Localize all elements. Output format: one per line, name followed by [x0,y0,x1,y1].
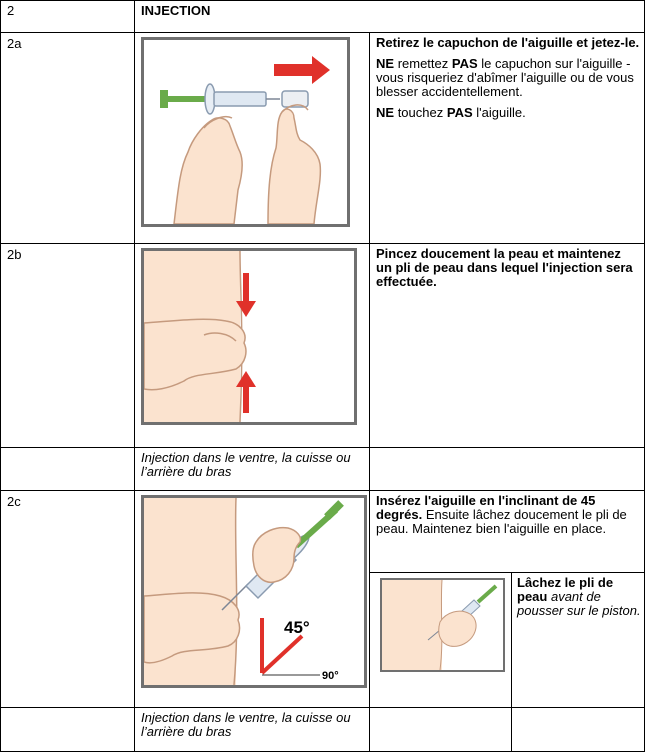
illustration-release-skin [380,578,505,672]
right-hand-icon [267,108,322,224]
section-title: INJECTION [141,3,211,18]
step-2c-release-italic: avant de pousser sur le piston. [517,589,641,618]
step-2c-instruction-rest: Ensuite lâchez doucement le pli de peau.… [376,507,627,536]
row-2c-number-cell [0,490,134,707]
step-2c-release-text: Lâchez le pli de peau avant de pousser s… [517,576,641,618]
step-2b-caption: Injection dans le ventre, la cuisse ou l… [141,450,351,479]
step-2c-caption: Injection dans le ventre, la cuisse ou l… [141,710,351,739]
step-2c-release-bold: Lâchez le pli de peau [517,575,614,604]
header-number-cell [0,0,134,32]
needle-cap-icon [281,90,309,108]
row-2b-caption-blank-cell [0,447,134,490]
left-hand-icon [173,117,243,224]
row-2c-caption-empty-cell-2 [511,707,645,752]
step-2b-instruction: Pincez doucement la peau et maintenez un… [376,246,633,289]
step-2a-number: 2a [7,36,22,51]
skin-area [382,580,442,670]
angle-90-label: 90° [322,670,339,682]
row-2a-image-cell [134,32,369,243]
pinching-hand-icon [144,318,247,391]
illustration-remove-cap [141,37,350,227]
angle-line-45 [260,634,304,675]
insert-needle-drawing: 45° 90° [144,498,344,685]
remove-cap-drawing [160,56,330,224]
injecting-hand-icon [251,526,302,584]
row-2a-text-cell [369,32,645,243]
step-2a-instruction: Retirez le capuchon de l'aiguille et jet… [376,35,640,50]
row-2b-text-cell [369,243,645,447]
plunger-rod-icon [168,96,208,102]
plunger-rod-icon [476,584,498,604]
header-title-cell [134,0,645,32]
step-2b-number: 2b [7,247,22,262]
row-2c-caption-blank-cell [0,707,134,752]
illustration-insert-needle: 45° 90° [141,495,367,688]
holding-hand-icon [438,610,477,647]
plunger-head-icon [160,90,168,108]
arrow-down-icon [243,273,249,303]
pinch-skin-drawing [144,251,256,422]
row-2c-caption-empty-cell [369,707,511,752]
arrow-up-icon [236,371,256,387]
step-2a-text: Retirez le capuchon de l'aiguille et jet… [376,36,640,127]
step-2c-text: Insérez l'aiguille en l'inclinant de 45 … [376,494,640,536]
step-2c-number: 2c [7,494,21,509]
row-2c-text-cell [369,490,645,572]
pinching-hand-icon [144,592,241,664]
row-2a-number-cell [0,32,134,243]
release-skin-drawing [382,580,498,670]
step-2a-warning-1: NE remettez PAS le capuchon sur l'aiguil… [376,56,634,99]
needle-icon [221,583,249,611]
plunger-head-icon [324,500,344,520]
row-2c-image-cell [134,490,369,707]
row-2b-caption-empty-cell [369,447,645,490]
row-2b-number-cell [0,243,134,447]
syringe-barrel-icon [213,91,267,107]
angle-45-label: 45° [284,618,310,637]
row-2c-sub-text-cell [511,572,645,707]
step-2c-instruction-bold: Insérez l'aiguille en l'inclinant de 45 … [376,493,596,522]
header-number: 2 [7,3,15,18]
row-2b-image-cell [134,243,369,447]
red-arrow-right-icon [274,56,330,84]
row-2c-caption-cell [134,707,369,752]
illustration-pinch-skin [141,248,357,425]
row-2c-sub-image-cell [369,572,511,707]
row-2b-caption-cell [134,447,369,490]
step-2a-warning-2: NE touchez PAS l'aiguille. [376,105,526,120]
